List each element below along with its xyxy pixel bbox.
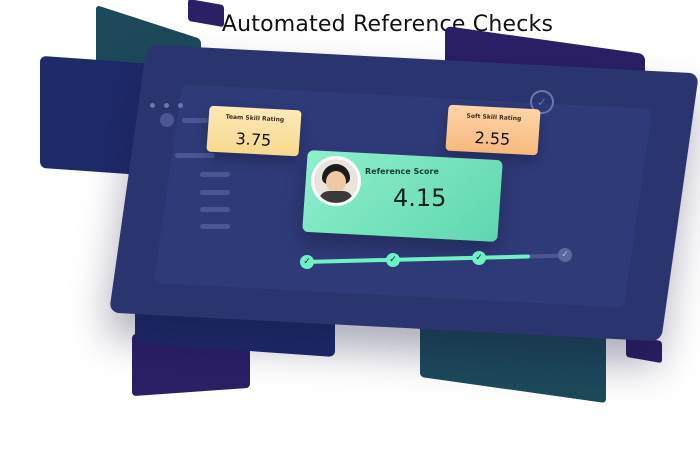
sidebar-placeholder-line (200, 172, 230, 177)
avatar (311, 156, 361, 206)
reference-score-value: 4.15 (393, 184, 447, 212)
check-icon: ✓ (475, 252, 483, 263)
avatar-face (326, 171, 346, 193)
check-circle-icon[interactable]: ✓ (530, 90, 554, 114)
soft-skill-label: Soft Skill Rating (466, 112, 522, 123)
progress-step-3[interactable]: ✓ (472, 250, 486, 265)
progress-step-2[interactable]: ✓ (386, 252, 400, 267)
reference-score-label: Reference Score (365, 167, 439, 176)
check-icon: ✓ (389, 254, 397, 265)
sidebar-placeholder-line (200, 190, 230, 195)
check-icon: ✓ (561, 250, 569, 261)
window-dot-icon (150, 103, 155, 108)
progress-fill (301, 254, 530, 264)
sidebar-placeholder-line (182, 118, 208, 123)
sidebar-avatar (160, 113, 174, 127)
sidebar-placeholder-line (175, 153, 215, 158)
team-skill-card: Team Skill Rating 3.75 (206, 105, 302, 157)
window-dot-icon (178, 103, 184, 108)
check-icon: ✓ (303, 257, 311, 267)
soft-skill-value: 2.55 (473, 128, 511, 149)
progress-step-1[interactable]: ✓ (300, 255, 314, 269)
sidebar-placeholder-line (200, 224, 230, 229)
team-skill-value: 3.75 (234, 129, 272, 150)
sidebar-placeholder-line (200, 207, 230, 212)
window-controls (150, 93, 187, 112)
avatar-shirt (319, 191, 353, 203)
window-dot-icon (164, 103, 170, 108)
soft-skill-card: Soft Skill Rating 2.55 (445, 104, 541, 156)
team-skill-label: Team Skill Rating (225, 113, 285, 124)
progress-tracker: ✓ ✓ ✓ ✓ (300, 248, 580, 274)
progress-step-4[interactable]: ✓ (558, 248, 572, 263)
